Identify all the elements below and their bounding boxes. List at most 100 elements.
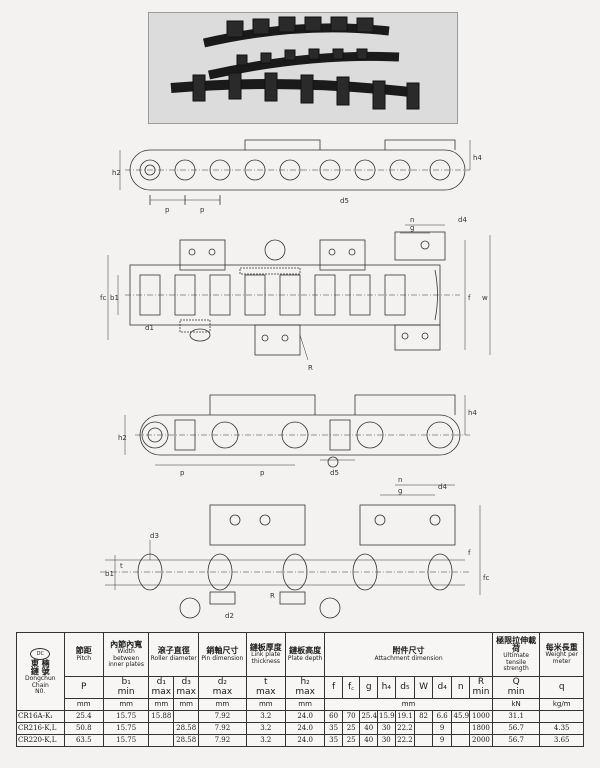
table-cell: 15.88	[148, 710, 175, 723]
table-cell: 15.9	[377, 710, 396, 723]
table-cell: 9	[431, 722, 453, 735]
table-cell: 6.6	[431, 710, 453, 723]
dim-label: p	[180, 469, 185, 477]
dim-label: w	[482, 294, 488, 302]
table-cell: 3.2	[245, 710, 286, 723]
sym-attach-h4: h₄	[377, 676, 396, 699]
sym-attach-f: f	[324, 676, 343, 699]
table-cell	[414, 722, 433, 735]
table-cell: 35	[324, 722, 343, 735]
table-cell: 7.92	[198, 722, 247, 735]
sym-attach-d5: d₅	[394, 676, 416, 699]
table-cell: 45.9	[451, 710, 471, 723]
dim-label: d1	[145, 324, 154, 332]
table-cell	[451, 722, 471, 735]
table-cell: 25.4	[359, 710, 379, 723]
table-cell: 9	[431, 734, 453, 747]
dim-label: d2	[225, 612, 234, 620]
table-cell: 7.92	[198, 710, 247, 723]
dim-label: d5	[340, 197, 349, 205]
table-cell: 50.8	[63, 722, 104, 735]
table-cell: 15.75	[102, 710, 150, 723]
table-cell	[451, 734, 471, 747]
table-cell: 56.7	[491, 722, 541, 735]
unit-plate: mm	[245, 698, 286, 711]
sym-attach-w: W	[414, 676, 433, 699]
unit-roller: mm	[173, 698, 200, 711]
table-cell	[148, 722, 175, 735]
dim-label: b1	[105, 570, 114, 578]
sym-weight: q	[539, 676, 584, 699]
dim-label: fc	[483, 574, 489, 582]
table-cell	[414, 734, 433, 747]
table-cell: 1800	[469, 722, 493, 735]
dim-label: fc	[100, 294, 106, 302]
table-cell: 63.5	[63, 734, 104, 747]
unit-attach: mm	[324, 698, 493, 711]
sym-attach-n: n	[451, 676, 471, 699]
dim-label: p	[260, 469, 265, 477]
unit-depth: mm	[284, 698, 326, 711]
dim-label: d5	[330, 469, 339, 477]
table-cell: 40	[359, 722, 379, 735]
table-cell: 3.2	[245, 722, 286, 735]
model-cell: CR216-K,L	[16, 722, 65, 735]
sym-attach-g: g	[359, 676, 379, 699]
table-cell: 3.2	[245, 734, 286, 747]
unit-pitch: mm	[63, 698, 104, 711]
dim-label: p	[165, 206, 170, 214]
table-cell: 22.2	[394, 722, 416, 735]
table-cell: 60	[324, 710, 343, 723]
dim-label: n	[410, 216, 414, 224]
table-cell: 28.58	[173, 722, 200, 735]
dim-label: R	[270, 592, 275, 600]
unit-width: mm	[102, 698, 150, 711]
technical-drawings: h2 h4 p p d5 n g d4 fc b1 f w d1 R h2 h4…	[100, 139, 491, 620]
dim-label: h4	[468, 409, 477, 417]
table-cell: 25.4	[63, 710, 104, 723]
dim-label: f	[468, 549, 471, 557]
table-cell: 4.35	[539, 722, 584, 735]
table-cell: 15.75	[102, 734, 150, 747]
dim-label: t	[120, 562, 123, 570]
table-cell: 22.2	[394, 734, 416, 747]
table-cell: 24.0	[284, 734, 326, 747]
table-cell: 25	[341, 722, 361, 735]
dim-label: d3	[150, 532, 159, 540]
dim-label: d4	[438, 483, 447, 491]
dim-label: p	[200, 206, 205, 214]
unit-weight: kg/m	[539, 698, 584, 711]
side-view-2	[124, 394, 470, 468]
unit-pin: mm	[198, 698, 247, 711]
dim-label: h2	[112, 169, 121, 177]
table-cell: 70	[341, 710, 361, 723]
dim-label: b1	[110, 294, 119, 302]
sym-pitch: P	[63, 676, 104, 699]
table-cell: 56.7	[491, 734, 541, 747]
dim-label: n	[398, 476, 402, 484]
table-cell	[173, 710, 200, 723]
table-cell: 28.58	[173, 734, 200, 747]
table-cell: 25	[341, 734, 361, 747]
dim-label: d4	[458, 216, 467, 224]
table-cell: 31.1	[491, 710, 541, 723]
table-cell: 30	[377, 722, 396, 735]
unit-roller: mm	[148, 698, 175, 711]
brand-logo: DC	[30, 647, 51, 660]
dim-label: f	[468, 294, 471, 302]
